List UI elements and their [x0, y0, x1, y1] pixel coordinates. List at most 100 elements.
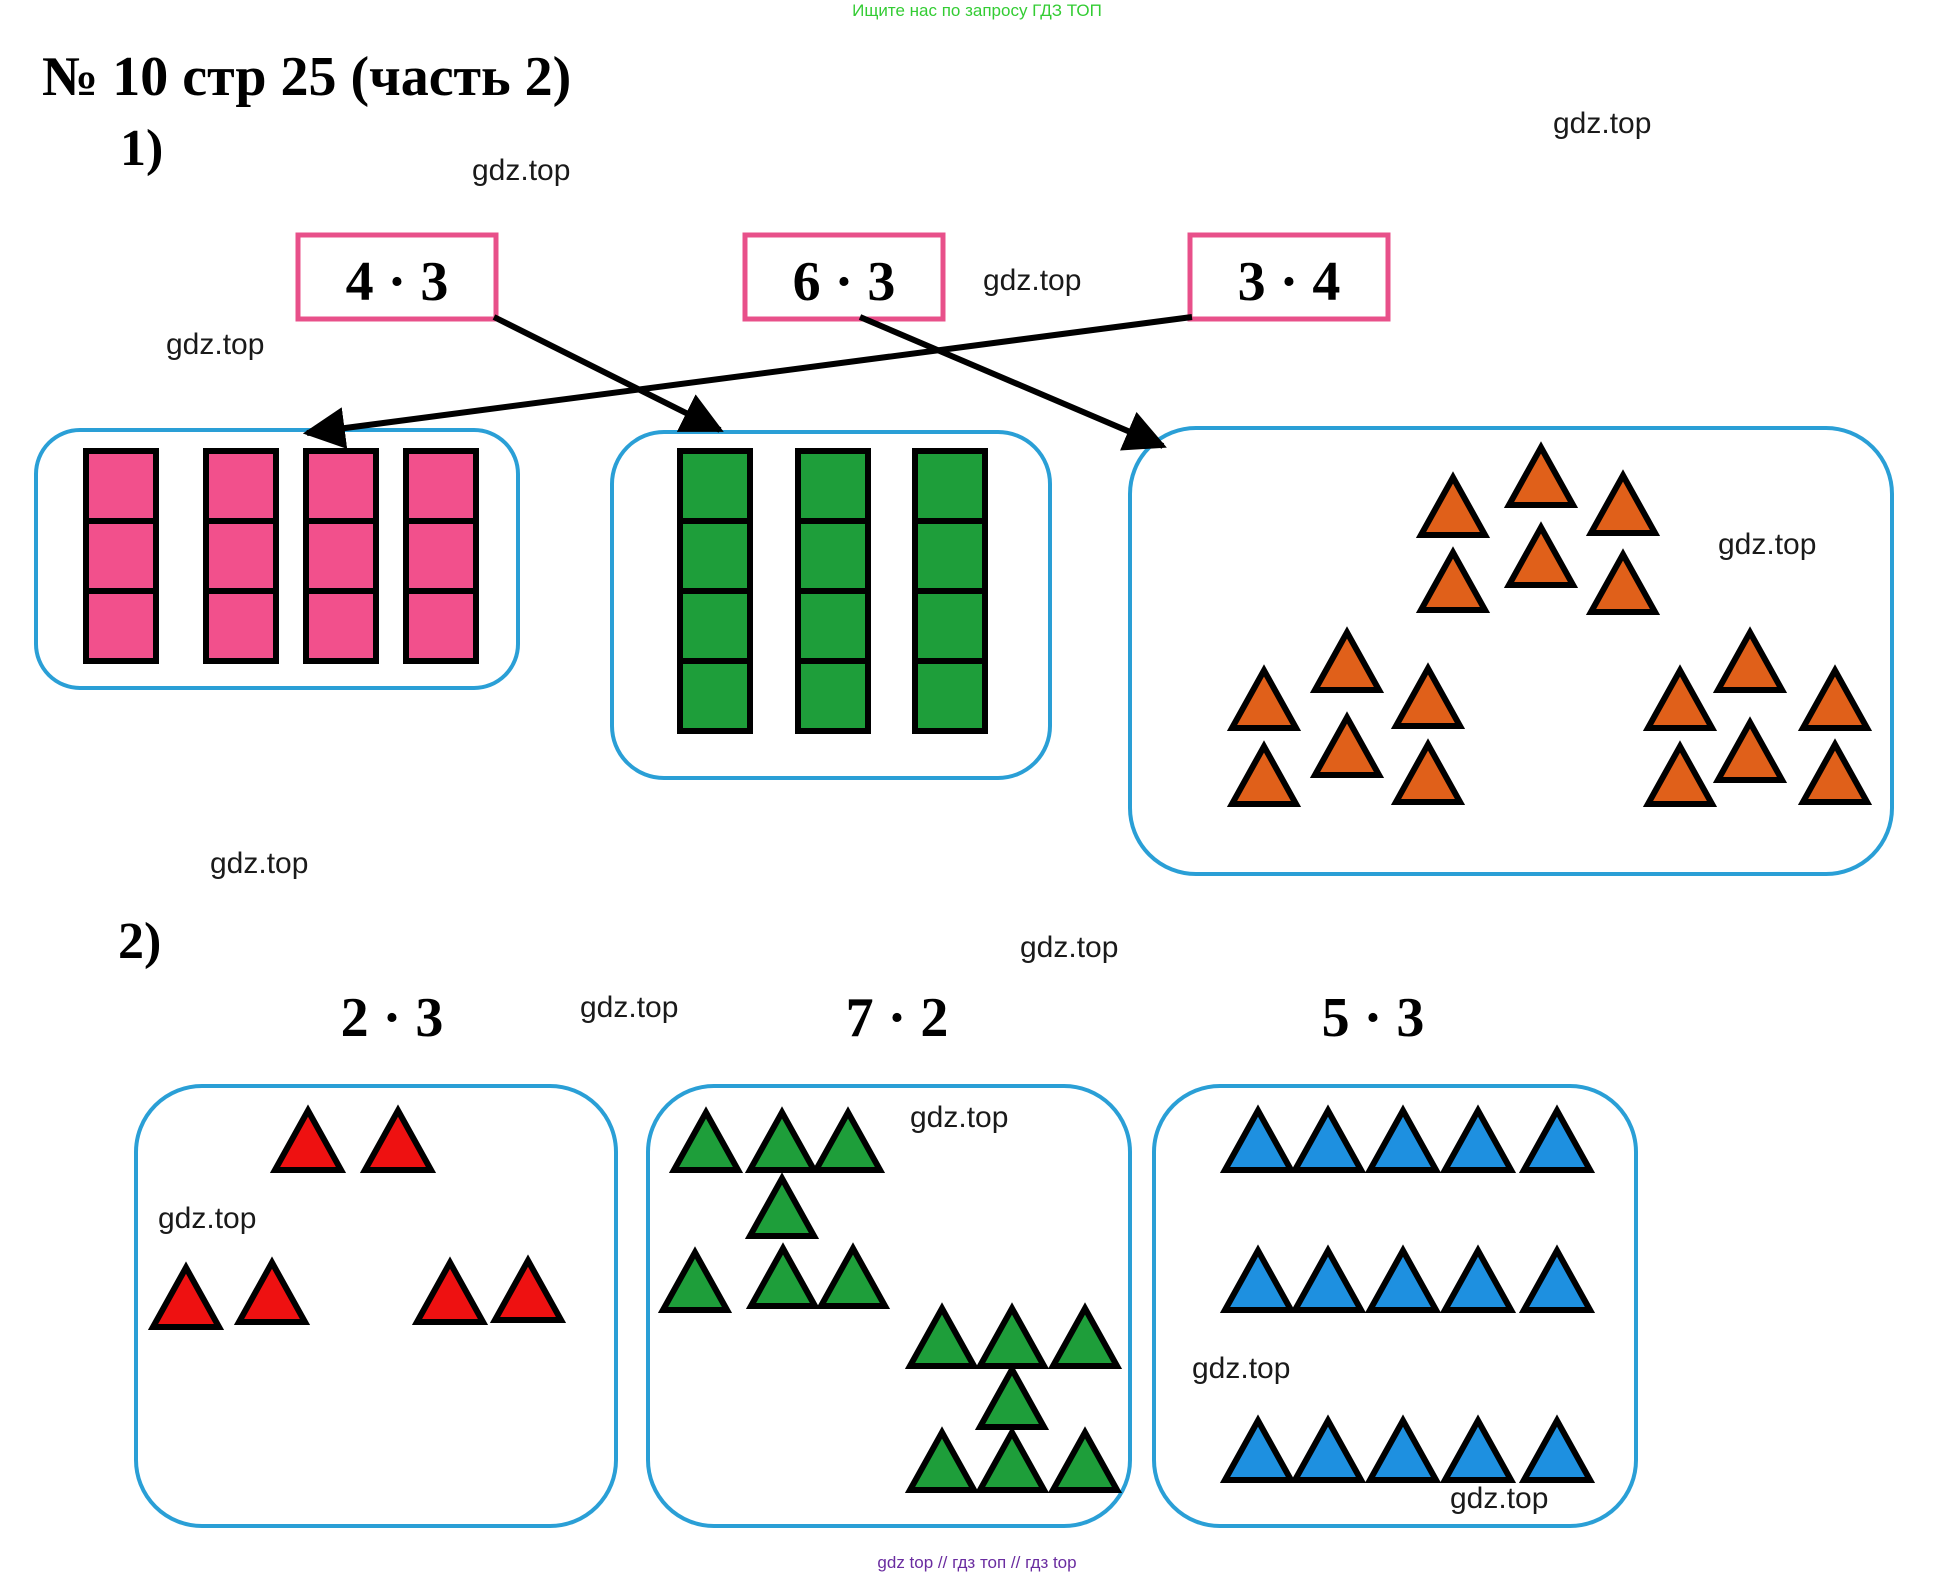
square-cell	[403, 518, 479, 594]
square-cell	[83, 518, 159, 594]
square-cell	[677, 588, 753, 664]
triangle	[1439, 1104, 1517, 1173]
triangle	[1503, 441, 1579, 508]
watermark: gdz.top	[1553, 107, 1651, 140]
expression-text: 3 · 4	[1238, 251, 1341, 313]
triangle	[269, 1104, 347, 1173]
square-cell	[795, 658, 871, 734]
square-cell	[403, 588, 479, 664]
triangle	[1585, 469, 1661, 536]
square-cell	[912, 448, 988, 524]
watermark-layer: gdz.top gdz.top gdz.top gdz.top gdz.top …	[158, 107, 1816, 1515]
expression-text: 5 · 3	[1322, 987, 1425, 1049]
square-cell	[403, 448, 479, 524]
part1-label: 1)	[120, 120, 163, 177]
square-cell	[677, 518, 753, 594]
triangle	[810, 1106, 886, 1173]
triangle	[1289, 1244, 1367, 1313]
triangle	[1585, 548, 1661, 615]
triangle	[1226, 740, 1302, 807]
square-cell	[677, 658, 753, 734]
triangle	[1219, 1104, 1297, 1173]
triangle	[1289, 1414, 1367, 1483]
red-triangle-groups	[147, 1104, 567, 1330]
watermark: gdz.top	[1020, 931, 1118, 964]
square-cell	[795, 518, 871, 594]
square-cell	[83, 588, 159, 664]
triangle	[815, 1242, 891, 1309]
triangle	[1518, 1414, 1596, 1483]
watermark: gdz.top	[472, 154, 570, 187]
triangle	[744, 1172, 820, 1239]
square-cell	[677, 448, 753, 524]
triangle	[904, 1426, 980, 1493]
square-cell	[795, 588, 871, 664]
watermark: gdz.top	[910, 1101, 1008, 1134]
arrow-4x3-to-green	[492, 314, 724, 433]
page-title: № 10 стр 25 (часть 2)	[42, 46, 571, 108]
square-cell	[912, 588, 988, 664]
triangle	[1219, 1414, 1297, 1483]
triangle	[1219, 1244, 1297, 1313]
green-square-columns	[677, 448, 988, 734]
watermark: gdz.top	[1450, 1482, 1548, 1515]
triangle	[147, 1261, 225, 1330]
arrow-3x4-to-pink	[302, 314, 1193, 449]
triangle	[1309, 626, 1385, 693]
footer-links[interactable]: gdz top // гдз топ // гдз top	[877, 1553, 1076, 1572]
expression-text: 4 · 3	[346, 251, 449, 313]
square-cell	[912, 518, 988, 594]
expression-text: 7 · 2	[846, 987, 949, 1049]
triangle	[489, 1254, 567, 1323]
triangle	[1289, 1104, 1367, 1173]
green-triangle-groups	[657, 1106, 1123, 1493]
square-cell	[303, 448, 379, 524]
part2-label: 2)	[118, 913, 161, 970]
triangle	[233, 1256, 311, 1325]
square-cell	[83, 448, 159, 524]
orange-triangle-groups	[1226, 441, 1873, 807]
square-cell	[203, 588, 279, 664]
triangle	[1047, 1426, 1123, 1493]
triangle	[1712, 626, 1788, 693]
triangle	[1797, 664, 1873, 731]
watermark: gdz.top	[580, 991, 678, 1024]
triangle	[1797, 738, 1873, 805]
square-cell	[203, 518, 279, 594]
triangle	[1439, 1414, 1517, 1483]
blue-triangle-groups	[1219, 1104, 1596, 1483]
triangle	[411, 1256, 489, 1325]
triangle	[1642, 664, 1718, 731]
search-hint[interactable]: Ищите нас по запросу ГДЗ ТОП	[852, 1, 1102, 20]
square-cell	[303, 588, 379, 664]
pink-square-columns	[83, 448, 479, 664]
triangle	[1518, 1244, 1596, 1313]
triangle	[1390, 738, 1466, 805]
triangle	[668, 1106, 744, 1173]
arrow-6x3-to-orange	[858, 314, 1167, 451]
expression-box-1: 4 · 3	[295, 232, 499, 322]
panel-red-triangles	[134, 1084, 618, 1528]
watermark: gdz.top	[158, 1202, 256, 1235]
watermark: gdz.top	[166, 328, 264, 361]
triangle	[1226, 664, 1302, 731]
triangle	[1439, 1244, 1517, 1313]
triangle	[1364, 1414, 1442, 1483]
watermark: gdz.top	[1718, 528, 1816, 561]
watermark: gdz.top	[210, 847, 308, 880]
matching-arrows	[302, 314, 1193, 451]
triangle	[1390, 662, 1466, 729]
panel-blue-triangles	[1152, 1084, 1638, 1528]
triangle	[1047, 1302, 1123, 1369]
square-cell	[795, 448, 871, 524]
expression-box-2: 6 · 3	[742, 232, 946, 322]
panel-green-squares	[610, 430, 1052, 780]
triangle	[745, 1242, 821, 1309]
triangle	[904, 1302, 980, 1369]
triangle	[1364, 1244, 1442, 1313]
triangle	[359, 1104, 437, 1173]
triangle	[657, 1246, 733, 1313]
triangle	[1415, 471, 1491, 538]
square-cell	[303, 518, 379, 594]
